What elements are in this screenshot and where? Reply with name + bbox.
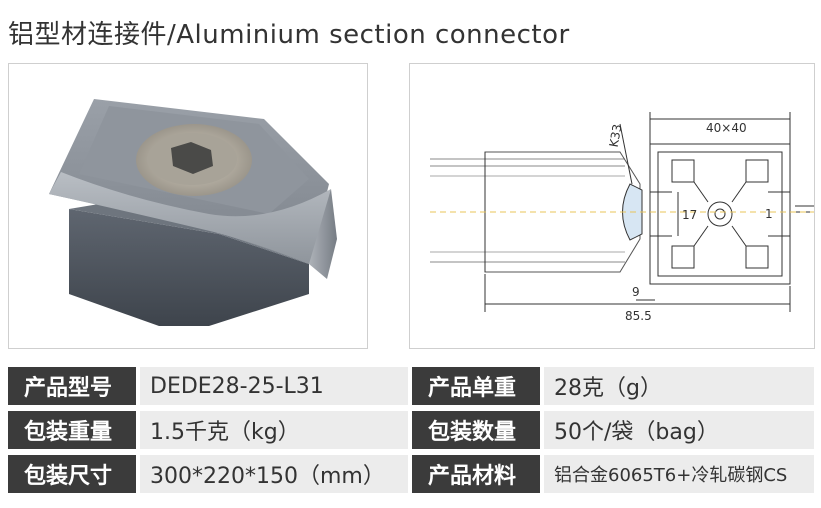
dim-85-5: 85.5 [625,309,652,323]
product-photo-panel [8,63,368,349]
spec-label: 包装重量 [8,411,136,449]
page-title: 铝型材连接件/Aluminium section connector [8,20,570,50]
spec-label: 包装尺寸 [8,455,136,493]
spec-value: DEDE28-25-L31 [140,367,408,405]
technical-drawing: 40×40 K33 17 1 9 85.5 [430,112,814,323]
dim-k33: K33 [607,123,625,148]
spec-label: 产品型号 [8,367,136,405]
spec-label: 包装数量 [412,411,540,449]
dim-17: 17 [682,208,697,222]
spec-row: 产品型号 DEDE28-25-L31 产品单重 28克（g） [8,367,814,405]
dim-1: 1 [765,207,773,221]
spec-row: 包装尺寸 300*220*150（mm） 产品材料 铝合金6065T6+冷轧碳钢… [8,455,814,493]
spec-value: 1.5千克（kg） [140,411,408,449]
technical-drawing-panel: 40×40 K33 17 1 9 85.5 [409,63,815,349]
spec-label: 产品材料 [412,455,540,493]
dim-40x40: 40×40 [706,121,747,135]
spec-label: 产品单重 [412,367,540,405]
dim-9: 9 [632,285,640,299]
spec-value: 铝合金6065T6+冷轧碳钢CS [544,455,814,493]
spec-row: 包装重量 1.5千克（kg） 包装数量 50个/袋（bag） [8,411,814,449]
spec-value: 300*220*150（mm） [140,455,408,493]
connector-photo [49,99,337,326]
spec-value: 50个/袋（bag） [544,411,814,449]
spec-value: 28克（g） [544,367,814,405]
